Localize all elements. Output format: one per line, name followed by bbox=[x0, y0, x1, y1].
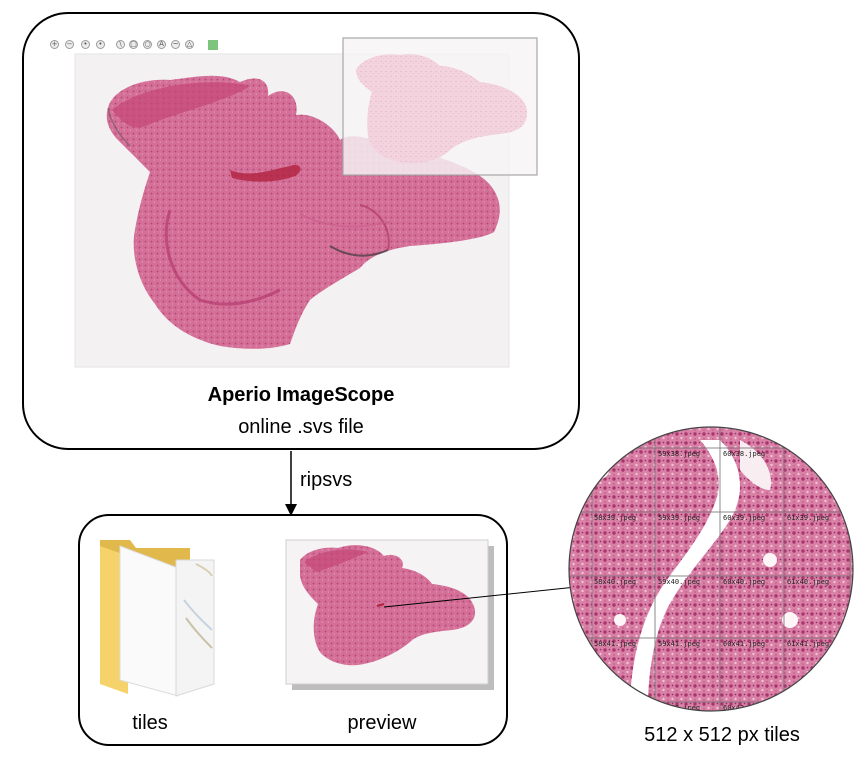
tile-label-61x39: 61x39.jpeg bbox=[787, 514, 829, 522]
tile-label-59x41: 59x41.jpeg bbox=[658, 640, 700, 648]
color-swatch-icon[interactable] bbox=[208, 40, 218, 50]
tile-label-60x41: 60x41.jpeg bbox=[723, 640, 765, 648]
pen-icon[interactable]: \ bbox=[116, 40, 125, 49]
text-icon[interactable]: A bbox=[157, 40, 166, 49]
preview-label: preview bbox=[347, 712, 417, 734]
tile-label-60x42: 60x42.jpeg bbox=[723, 704, 765, 712]
annotation-icon[interactable]: △ bbox=[185, 40, 194, 49]
zoom-out-icon[interactable]: − bbox=[65, 40, 74, 49]
zoomed-tiles: 59x38.jpeg 60x38.jpeg 58x39.jpeg 59x39.j… bbox=[569, 427, 853, 712]
preview-thumbnail bbox=[285, 539, 494, 690]
output-panel bbox=[78, 514, 508, 746]
tiles-label: tiles bbox=[132, 712, 168, 734]
tile-label-60x38: 60x38.jpeg bbox=[723, 450, 765, 458]
zoom-caption: 512 x 512 px tiles bbox=[644, 724, 800, 746]
tile-label-59x38: 59x38.jpeg bbox=[658, 450, 700, 458]
tile-label-58x41: 58x41.jpeg bbox=[594, 640, 636, 648]
ellipse-icon[interactable]: ○ bbox=[143, 40, 152, 49]
ruler-icon[interactable]: ~ bbox=[171, 40, 180, 49]
tissue-section bbox=[106, 75, 500, 349]
tile-label-58x39: 58x39.jpeg bbox=[594, 514, 636, 522]
toolbar-icon-4[interactable]: • bbox=[96, 40, 105, 49]
tile-label-59x39: 59x39.jpeg bbox=[658, 514, 700, 522]
tile-label-61x40: 61x40.jpeg bbox=[787, 578, 829, 586]
imagescope-subtitle: online .svs file bbox=[238, 416, 364, 438]
imagescope-title: Aperio ImageScope bbox=[207, 384, 395, 406]
tile-label-60x39: 60x39.jpeg bbox=[723, 514, 765, 522]
rectangle-icon[interactable]: □ bbox=[129, 40, 138, 49]
toolbar-icon-3[interactable]: • bbox=[81, 40, 90, 49]
tile-label-59x42: 59x42.jpeg bbox=[658, 704, 700, 712]
zoom-in-icon[interactable]: + bbox=[50, 40, 59, 49]
tile-label-60x40: 60x40.jpeg bbox=[723, 578, 765, 586]
folder-icon bbox=[100, 540, 215, 697]
arrow-label: ripsvs bbox=[300, 469, 353, 491]
tile-label-58x40: 58x40.jpeg bbox=[594, 578, 636, 586]
tile-label-59x40: 59x40.jpeg bbox=[658, 578, 700, 586]
tile-label-61x41: 61x41.jpeg bbox=[787, 640, 829, 648]
